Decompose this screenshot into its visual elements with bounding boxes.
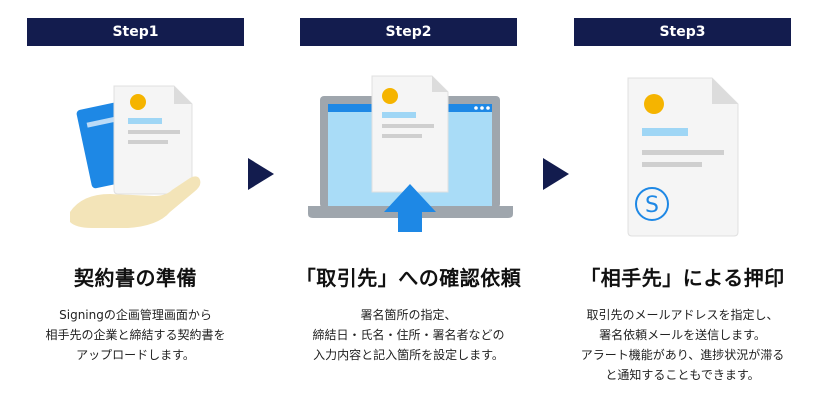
step2-title: 「取引先」への確認依頼 xyxy=(295,266,522,290)
step3-banner: Step3 xyxy=(574,18,791,46)
step3-description: 取引先のメールアドレスを指定し、 署名依頼メールを送信します。 アラート機能があ… xyxy=(564,305,801,385)
step3-desc-line: 署名依頼メールを送信します。 xyxy=(599,328,766,342)
step3-desc-line: と通知することもできます。 xyxy=(605,368,760,382)
right-arrow-icon xyxy=(543,158,569,190)
step1-banner: Step1 xyxy=(27,18,244,46)
step2-desc-line: 締結日・氏名・住所・署名者などの xyxy=(312,328,505,342)
signed-document-icon: S xyxy=(620,66,750,241)
step2-desc-line: 入力内容と記入箇所を設定します。 xyxy=(313,348,504,362)
step2-desc-line: 署名箇所の指定、 xyxy=(360,308,457,322)
laptop-upload-icon xyxy=(308,66,513,236)
step3-title: 「相手先」による押印 xyxy=(580,266,785,290)
step3-desc-line: 取引先のメールアドレスを指定し、 xyxy=(586,308,779,322)
step2-description: 署名箇所の指定、 締結日・氏名・住所・署名者などの 入力内容と記入箇所を設定しま… xyxy=(290,305,527,365)
svg-text:S: S xyxy=(645,193,659,218)
step1-description: Signingの企画管理画面から 相手先の企業と締結する契約書を アップロードし… xyxy=(17,305,254,365)
step1-desc-line: アップロードします。 xyxy=(76,348,195,362)
step1-desc-line: 相手先の企業と締結する契約書を xyxy=(45,328,226,342)
step1-desc-line: Signingの企画管理画面から xyxy=(59,308,212,322)
step2-banner: Step2 xyxy=(300,18,517,46)
step1-title: 契約書の準備 xyxy=(74,266,197,290)
step3-desc-line: アラート機能があり、進捗状況が滞る xyxy=(580,348,785,362)
document-upload-hand-icon xyxy=(62,66,212,236)
right-arrow-icon xyxy=(248,158,274,190)
